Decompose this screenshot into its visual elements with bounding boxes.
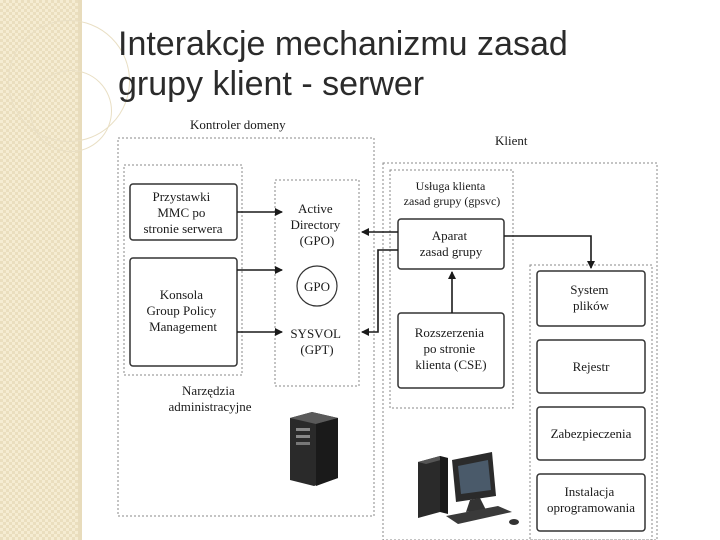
- admin-tools-label: Narzędzia administracyjne: [168, 383, 251, 414]
- gpsvc-line: zasad grupy (gpsvc): [404, 194, 501, 208]
- sidebar-edge: [78, 0, 82, 540]
- engine-line: Aparat: [432, 228, 468, 243]
- gpsvc-text: Usługa klienta zasad grupy (gpsvc): [404, 179, 501, 208]
- security-text: Zabezpieczenia: [551, 426, 632, 441]
- mmc-line: Przystawki: [152, 189, 210, 204]
- controller-label: Kontroler domeny: [190, 117, 286, 132]
- registry-text: Rejestr: [573, 359, 610, 374]
- file-system-box: [536, 270, 646, 327]
- cse-line: po stronie: [424, 341, 476, 356]
- cse-box: [397, 312, 505, 389]
- gpmc-line: Management: [149, 319, 217, 334]
- ad-line: Active: [298, 201, 333, 216]
- policy-engine-text: Aparat zasad grupy: [420, 228, 483, 259]
- registry-box: [536, 339, 646, 394]
- client-label: Klient: [495, 133, 528, 148]
- active-directory-text: Active Directory (GPO): [290, 201, 343, 248]
- install-line: Instalacja: [564, 484, 614, 499]
- cse-line: klienta (CSE): [415, 357, 486, 372]
- server-tower-icon: [290, 412, 338, 486]
- gpmc-line: Group Policy: [147, 303, 217, 318]
- ad-line: Directory: [290, 217, 340, 232]
- software-install-text: Instalacja oprogramowania: [547, 484, 635, 515]
- fs-line: plików: [573, 298, 610, 313]
- decorative-circle: [30, 70, 112, 152]
- security-box: [536, 406, 646, 461]
- ad-line: (GPO): [300, 233, 335, 248]
- gpo-text: GPO: [304, 279, 330, 294]
- client-container: [382, 162, 658, 540]
- cse-line: Rozszerzenia: [415, 325, 485, 340]
- sysvol-line: SYSVOL: [290, 326, 341, 341]
- file-system-text: System plików: [570, 282, 612, 313]
- gpsvc-line: Usługa klienta: [416, 179, 486, 193]
- gpmc-box: [129, 257, 238, 367]
- domain-controller-container: [117, 137, 375, 517]
- mmc-line: stronie serwera: [143, 221, 222, 236]
- gpmc-text: Konsola Group Policy Management: [147, 287, 220, 334]
- slide-title: Interakcje mechanizmu zasad grupy klient…: [118, 25, 568, 103]
- arrow-engine-to-sysvol: [361, 249, 398, 336]
- software-install-box: [536, 473, 646, 532]
- fs-line: System: [570, 282, 608, 297]
- install-line: oprogramowania: [547, 500, 635, 515]
- mmc-snapins-text: Przystawki MMC po stronie serwera: [143, 189, 222, 236]
- policy-engine-box: [397, 218, 505, 270]
- client-pc-icon: [418, 452, 519, 525]
- client-engine-container: [389, 169, 514, 409]
- sysvol-text: SYSVOL (GPT): [290, 326, 343, 357]
- gpo-circle: [296, 265, 338, 307]
- arrow-engine-to-filesystem: [504, 235, 595, 269]
- cse-text: Rozszerzenia po stronie klienta (CSE): [415, 325, 488, 372]
- gpmc-line: Konsola: [160, 287, 204, 302]
- sysvol-line: (GPT): [300, 342, 333, 357]
- ad-container: [274, 179, 360, 387]
- engine-line: zasad grupy: [420, 244, 483, 259]
- admin-tools-label-line: administracyjne: [168, 399, 251, 414]
- mmc-line: MMC po: [157, 205, 205, 220]
- admin-tools-label-line: Narzędzia: [182, 383, 235, 398]
